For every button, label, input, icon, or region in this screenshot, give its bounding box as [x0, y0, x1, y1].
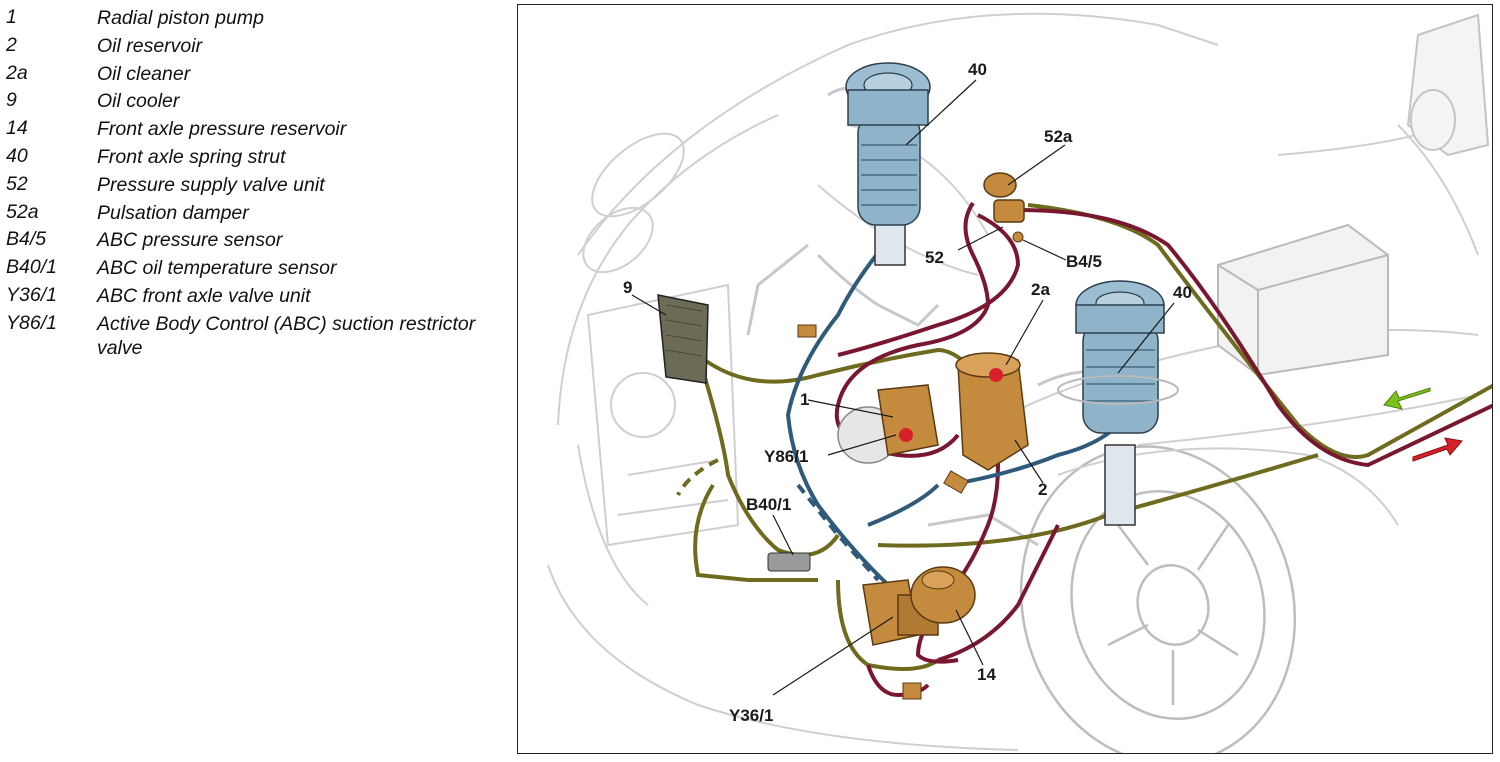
callout-temp-sensor: B40/1 [746, 495, 791, 514]
abc-hydraulic-diagram: 40 52a 52 B4/5 2a 40 9 1 Y86/1 2 B40/1 1… [517, 4, 1493, 754]
legend-code: 1 [6, 6, 17, 28]
legend-description: Radial piston pump [97, 7, 264, 29]
legend-code: 52 [6, 172, 28, 195]
legend-code: 9 [6, 89, 17, 112]
callout-reservoir: 2 [1038, 480, 1047, 499]
legend-code: 2 [6, 33, 17, 56]
callout-oil-cleaner: 2a [1031, 280, 1050, 299]
legend-description: Front axle spring strut [97, 145, 286, 168]
flow-arrow-return [1383, 387, 1431, 410]
suction-line-dashed [796, 483, 880, 582]
oil-cooler-component [657, 294, 709, 384]
legend-code: 14 [6, 117, 28, 140]
callout-suction-valve: Y86/1 [764, 447, 808, 466]
legend-row: 40 Front axle spring strut [6, 143, 506, 171]
line-fitting-2 [943, 470, 969, 494]
legend-row: B4/5 ABC pressure sensor [6, 226, 506, 254]
legend-code: Y36/1 [6, 283, 57, 306]
spring-strut-right [1057, 280, 1179, 526]
legend-row: Y36/1 ABC front axle valve unit [6, 282, 506, 310]
pressure-supply-valve-component [983, 172, 1025, 243]
callout-pressure-sensor: B4/5 [1066, 252, 1102, 271]
radial-pump-component [837, 384, 939, 464]
legend-code: Y86/1 [6, 311, 57, 334]
legend-code: 2a [6, 61, 28, 84]
legend-row: 9 Oil cooler [6, 87, 506, 115]
suction-lines [785, 233, 1120, 607]
oil-reservoir-component [955, 352, 1029, 471]
legend-row: 2a Oil cleaner [6, 60, 506, 88]
callout-axle-valve: Y36/1 [729, 706, 773, 725]
line-fitting-3 [902, 682, 922, 700]
callout-damper: 52a [1044, 127, 1073, 146]
legend-code: 52a [6, 200, 39, 223]
callout-valve-unit: 52 [925, 248, 944, 267]
flow-arrow-supply [1412, 437, 1463, 462]
legend-description: Oil reservoir [97, 34, 203, 57]
callout-strut-right: 40 [1173, 283, 1192, 302]
legend-description: Pressure supply valve unit [97, 173, 325, 196]
legend-description: Oil cooler [97, 90, 180, 113]
legend-row: 52a Pulsation damper [6, 199, 506, 227]
temp-sensor-component [767, 552, 811, 572]
legend-description: Oil cleaner [97, 62, 191, 85]
legend-description: Active Body Control (ABC) suction restri… [97, 312, 476, 359]
pressure-reservoir-component [910, 566, 976, 624]
legend-code: 40 [6, 144, 28, 167]
legend-description: Front axle pressure reservoir [97, 118, 347, 141]
legend-row: 2 Oil reservoir [6, 32, 506, 60]
leader-lines [631, 79, 1175, 696]
spring-strut-left [845, 62, 931, 266]
legend-description: ABC front axle valve unit [97, 284, 311, 307]
control-unit-box [1217, 223, 1389, 377]
air-intake-housing [1406, 13, 1490, 157]
callout-strut-left: 40 [968, 60, 987, 79]
legend-description: ABC pressure sensor [97, 229, 283, 252]
line-fitting [797, 324, 817, 338]
legend-row: Y86/1 Active Body Control (ABC) suction r… [6, 310, 506, 360]
callout-oil-cooler: 9 [623, 278, 632, 297]
legend-description: Pulsation damper [97, 201, 249, 224]
return-line-dashed [676, 458, 719, 496]
legend-row: B40/1 ABC oil temperature sensor [6, 254, 506, 282]
callout-pressure-reservoir: 14 [977, 665, 996, 684]
legend-row: 14 Front axle pressure reservoir [6, 115, 506, 143]
legend-description: ABC oil temperature sensor [97, 257, 337, 280]
legend-code: B4/5 [6, 228, 47, 251]
legend-row: 1 Radial piston pump [6, 4, 506, 32]
callout-pump: 1 [800, 390, 809, 409]
diagram-canvas: 40 52a 52 B4/5 2a 40 9 1 Y86/1 2 B40/1 1… [547, 12, 1492, 753]
legend-row: 52 Pressure supply valve unit [6, 171, 506, 199]
legend-code: B40/1 [6, 256, 57, 279]
